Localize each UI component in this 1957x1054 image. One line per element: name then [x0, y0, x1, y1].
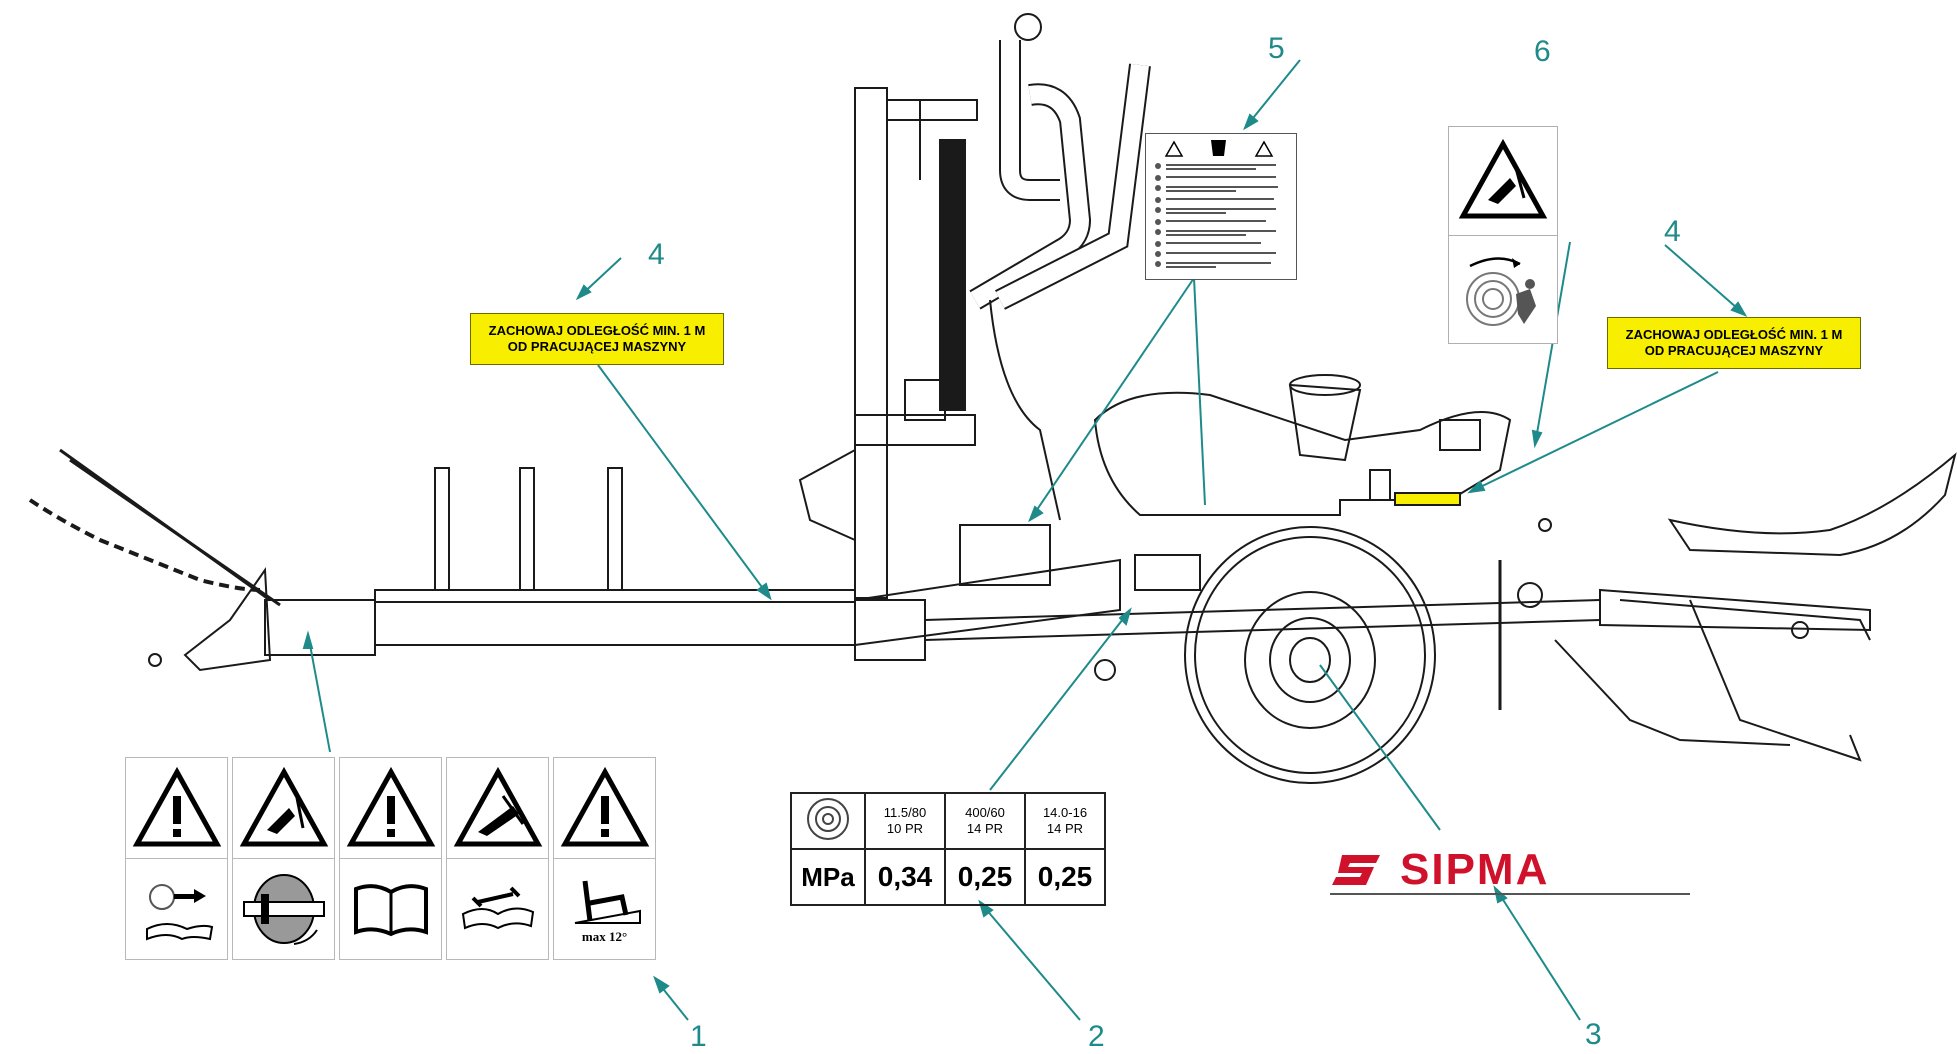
tire-ply: 10 PR — [886, 821, 924, 836]
rotating-table-hazard-icon — [242, 874, 325, 945]
sticker6-bottom — [1449, 236, 1557, 344]
callout-4-left: 4 — [648, 238, 665, 271]
pressure-unit: MPa — [790, 848, 866, 906]
slope-limit-icon — [574, 880, 641, 924]
instruction-sticker — [1145, 133, 1297, 280]
sticker6-top — [1449, 127, 1557, 236]
pressure-value-3: 0,25 — [1024, 848, 1106, 906]
pictogram-2 — [232, 757, 335, 960]
bale-entanglement-icon — [1466, 257, 1536, 327]
main-frame — [374, 558, 1871, 661]
pressure-value-1: 0,34 — [864, 848, 946, 906]
rotating-bale-sticker — [1448, 126, 1558, 344]
tire-size: 14.0-16 — [1042, 805, 1088, 820]
tire-ply: 14 PR — [966, 821, 1004, 836]
callout-3: 3 — [1585, 1018, 1602, 1051]
distance-warning-line2: OD PRACUJĄCEJ MASZYNY — [1644, 343, 1824, 358]
callout-6: 6 — [1534, 35, 1551, 68]
tire-icon — [807, 797, 849, 840]
slope-limit-caption: max 12° — [581, 929, 628, 944]
read-manual-icon — [353, 884, 428, 937]
bale-tipper — [1498, 452, 1957, 762]
callout-2: 2 — [1088, 1020, 1105, 1053]
distance-warning-line2: OD PRACUJĄCEJ MASZYNY — [507, 339, 687, 354]
maintenance-manual-icon — [461, 886, 534, 930]
tire-cell — [790, 792, 866, 850]
callout-1: 1 — [690, 1020, 707, 1053]
pictogram-1 — [125, 757, 228, 960]
crush-hazard-icon — [1458, 139, 1548, 219]
tire-pressure-row: MPa 0,34 0,25 0,25 — [790, 848, 1106, 906]
distance-warning-label-right: ZACHOWAJ ODLEGŁOŚĆ MIN. 1 M OD PRACUJĄCE… — [1607, 317, 1861, 369]
tire-size: 11.5/80 — [883, 805, 927, 820]
bale-posts — [434, 467, 623, 591]
hitch — [28, 448, 376, 672]
tire-size: 400/60 — [965, 805, 1005, 820]
hydraulic-block — [959, 524, 1201, 681]
instruction-list-icon — [1155, 140, 1278, 268]
brand-name: SIPMA — [1400, 845, 1550, 894]
wheel — [1184, 526, 1436, 784]
wrapping-table — [1093, 374, 1512, 516]
pictogram-4 — [446, 757, 549, 960]
pictogram-5: max 12° — [553, 757, 656, 960]
pressure-value-2: 0,25 — [944, 848, 1026, 906]
warning-triangle-icon — [346, 766, 435, 846]
distance-warning-line1: ZACHOWAJ ODLEGŁOŚĆ MIN. 1 M — [1625, 327, 1843, 342]
mast — [798, 87, 978, 599]
safety-pictogram-strip: max 12° — [125, 757, 656, 960]
hand-entanglement-icon — [453, 766, 542, 846]
tire-ply: 14 PR — [1046, 821, 1084, 836]
brand-logo: SIPMA — [1330, 845, 1690, 895]
crush-hazard-icon — [239, 766, 328, 846]
sipma-s-icon — [1332, 855, 1380, 885]
leader-lines — [302, 59, 1748, 1021]
key-removal-manual-icon — [145, 884, 213, 941]
pictogram-3 — [339, 757, 442, 960]
brand-underline — [1330, 893, 1690, 895]
distance-warning-line1: ZACHOWAJ ODLEGŁOŚĆ MIN. 1 M — [488, 323, 706, 338]
warning-triangle-icon — [132, 766, 221, 846]
distance-warning-label-left: ZACHOWAJ ODLEGŁOŚĆ MIN. 1 M OD PRACUJĄCE… — [470, 313, 724, 365]
wrapping-arm — [969, 13, 1151, 521]
callout-4-right: 4 — [1664, 215, 1681, 248]
warning-triangle-icon — [560, 766, 649, 846]
callout-5: 5 — [1268, 32, 1285, 65]
